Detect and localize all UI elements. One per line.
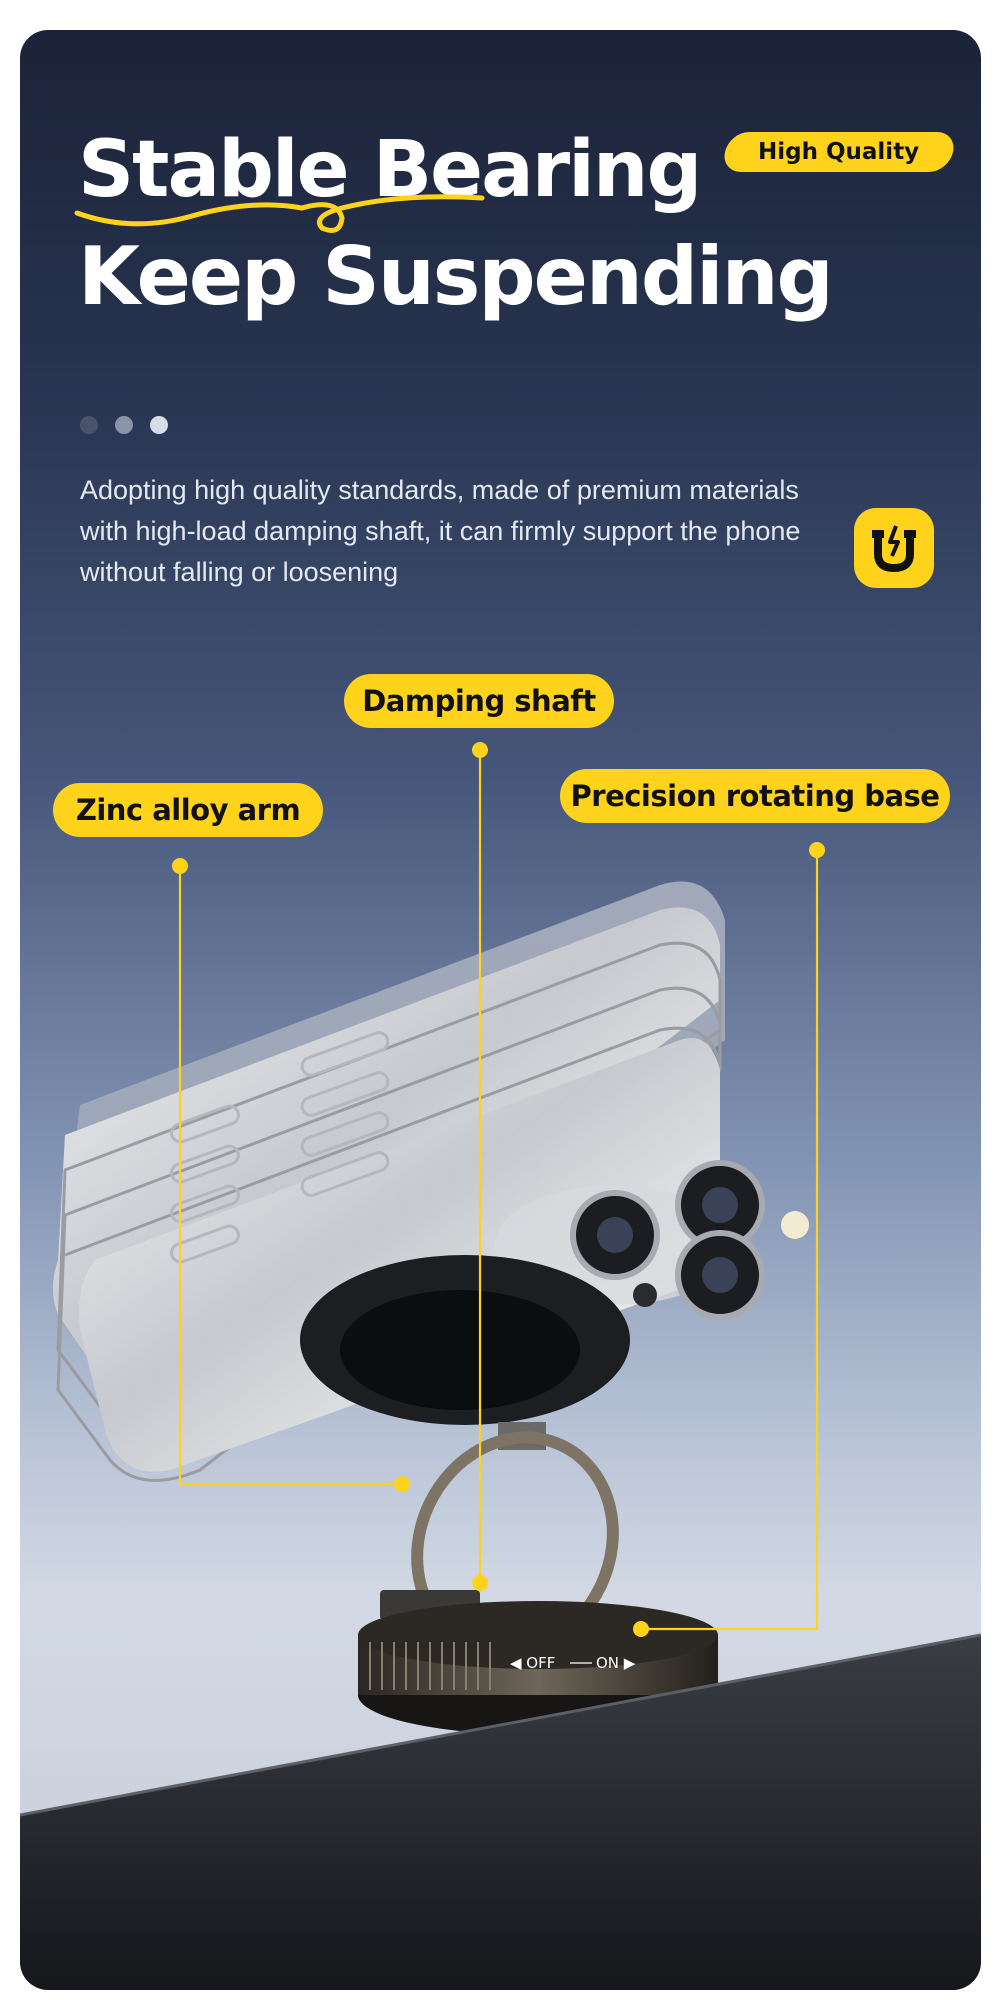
label-damping-shaft: Damping shaft xyxy=(344,674,614,728)
magnet-icon xyxy=(854,508,934,588)
product-illustration: ◀ OFF ON ▶ xyxy=(20,742,981,1990)
zinc-arm-target-dot xyxy=(394,1476,410,1492)
pager-dot-3 xyxy=(150,416,168,434)
pager-dot-2 xyxy=(115,416,133,434)
callout-lines xyxy=(172,742,825,1637)
rotating-base-target-dot xyxy=(633,1621,649,1637)
dial-off-text: ◀ OFF xyxy=(510,1654,555,1672)
product-card: ◀ OFF ON ▶ Stable Bearing Keep Suspendin… xyxy=(20,30,981,1990)
description-line-2: with high-load damping shaft, it can fir… xyxy=(80,516,801,546)
rotating-base-leader xyxy=(641,850,819,1631)
title-line-2: Keep Suspending xyxy=(78,230,834,323)
high-quality-badge: High Quality xyxy=(720,132,958,172)
description-text: Adopting high quality standards, made of… xyxy=(80,470,880,593)
zinc-arm-leader xyxy=(178,866,402,1486)
damping-shaft-target-dot xyxy=(472,1575,488,1591)
leather-surface xyxy=(20,1635,981,1990)
phone-stack xyxy=(53,881,809,1482)
high-quality-badge-label: High Quality xyxy=(758,139,920,165)
label-zinc-alloy-arm: Zinc alloy arm xyxy=(53,783,323,837)
pager-dot-1 xyxy=(80,416,98,434)
zinc-arm-leader-dot xyxy=(172,858,188,874)
dial-on-text: ON ▶ xyxy=(596,1654,636,1672)
rotating-base-leader-dot xyxy=(809,842,825,858)
description-line-3: without falling or loosening xyxy=(80,557,399,587)
damping-shaft-leader-dot xyxy=(472,742,488,758)
label-precision-rotating-base: Precision rotating base xyxy=(560,769,950,823)
description-line-1: Adopting high quality standards, made of… xyxy=(80,475,799,505)
title-underline-squiggle xyxy=(74,194,485,233)
